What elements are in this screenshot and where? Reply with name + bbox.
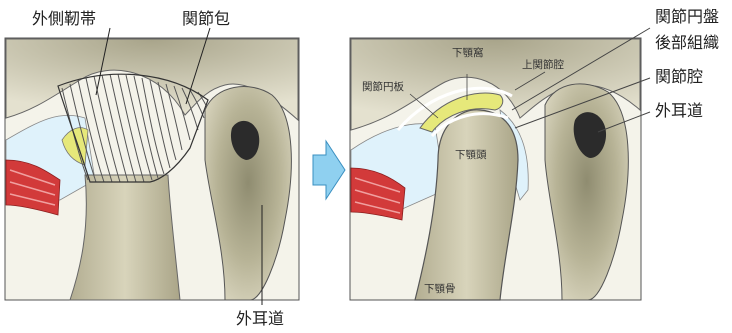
- label-articular-disc-plate: 関節円板: [362, 80, 404, 93]
- label-mandible: 下顎骨: [424, 283, 456, 295]
- left-panel: [5, 28, 299, 305]
- label-joint-cavity: 関節腔: [655, 67, 703, 86]
- label-mandibular-fossa: 下顎窩: [452, 46, 484, 59]
- label-ear-canal-right: 外耳道: [655, 101, 703, 120]
- right-panel: [350, 28, 650, 300]
- label-joint-capsule: 関節包: [182, 9, 230, 28]
- label-disc-posterior-line2: 後部組織: [655, 33, 719, 52]
- label-mandibular-head: 下顎頭: [455, 149, 487, 161]
- label-disc-posterior-line1: 関節円盤: [655, 7, 719, 26]
- right-arrow-icon: [313, 141, 345, 199]
- label-lateral-ligament: 外側靭帯: [32, 9, 96, 28]
- label-upper-joint-cavity: 上関節腔: [522, 58, 564, 71]
- label-ear-canal-left: 外耳道: [236, 309, 284, 328]
- left-mandible: [70, 175, 180, 300]
